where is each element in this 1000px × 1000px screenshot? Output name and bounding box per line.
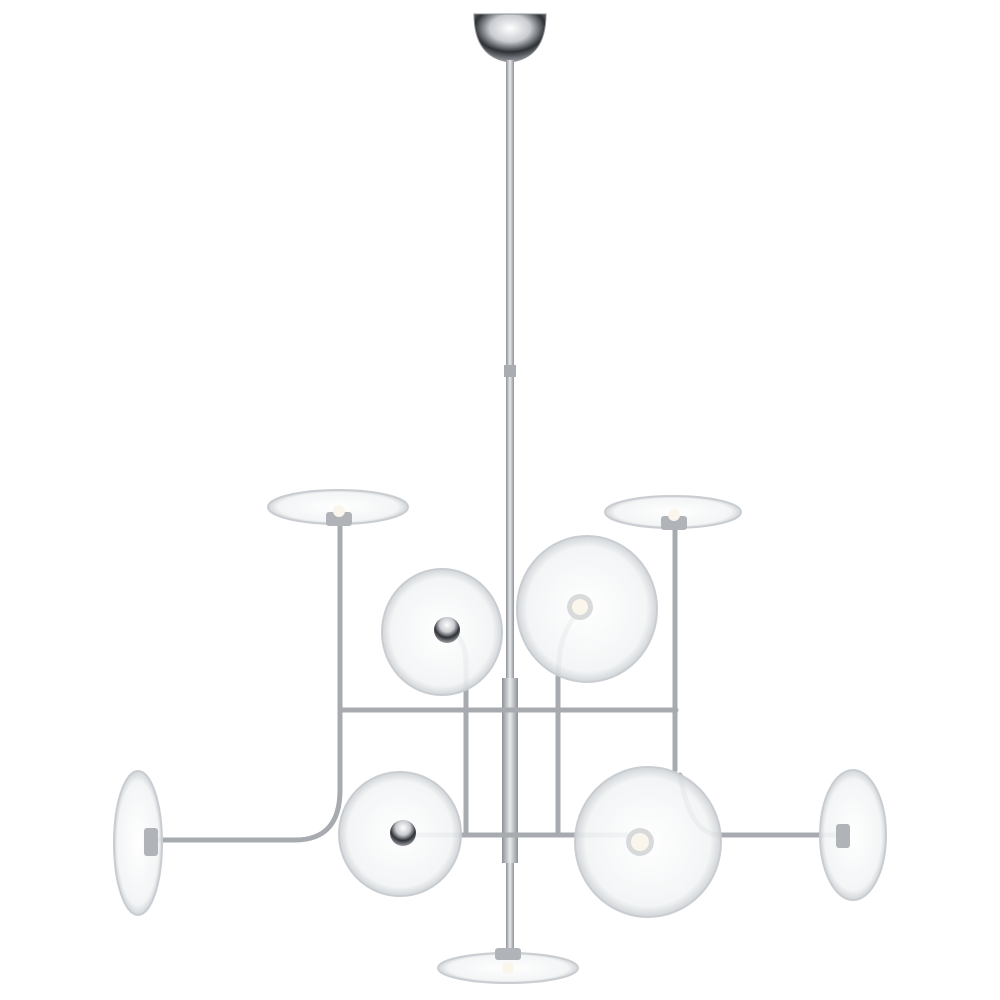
center-hub [502,678,518,863]
center-rod [506,60,514,955]
shade-far-left [113,770,163,916]
frame-arms [147,522,843,843]
rod-coupler [504,365,516,377]
glass-shades [113,489,887,984]
canopy [473,13,547,63]
sockets [144,505,850,974]
shade-far-right [819,769,887,901]
